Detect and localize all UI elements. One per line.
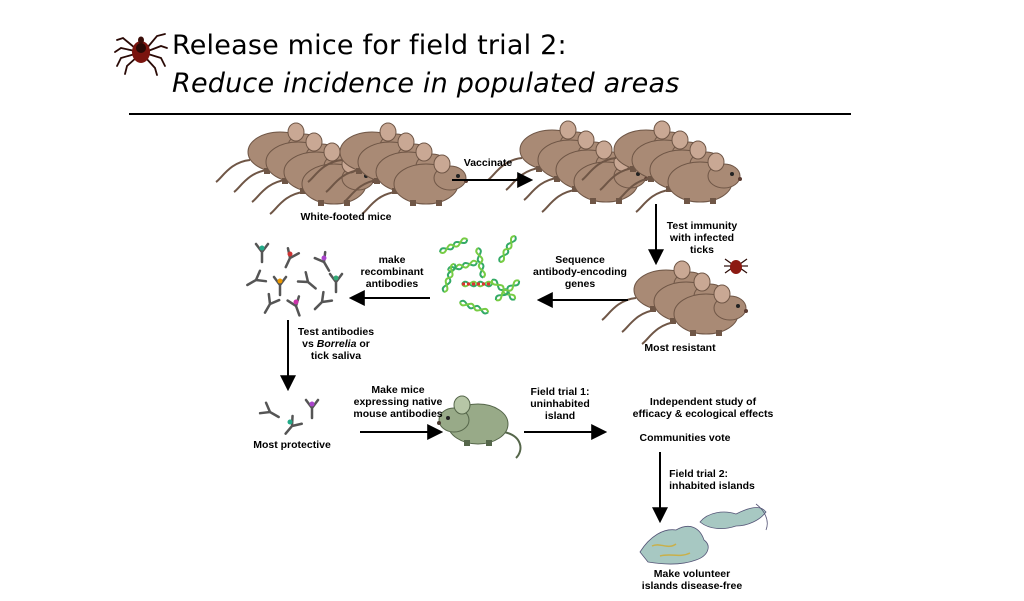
slide-title: Release mice for field trial 2: (172, 30, 567, 61)
label-sequence-genes: Sequence antibody-encoding genes (533, 254, 627, 290)
label-field-trial-2: Field trial 2: inhabited islands (669, 468, 755, 492)
label-make-recombinant: make recombinant antibodies (360, 254, 424, 290)
label-test-antibodies: Test antibodies vs Borrelia or tick sali… (297, 326, 375, 362)
label-white-footed-mice: White-footed mice (300, 211, 392, 223)
label-test-immunity: Test immunity with infected ticks (666, 220, 738, 256)
borrelia-term: Borrelia (316, 338, 357, 350)
label-most-protective: Most protective (253, 439, 331, 451)
infected-tick-icon (724, 258, 748, 274)
label-make-mice: Make mice expressing native mouse antibo… (353, 384, 443, 420)
label-make-volunteer: Make volunteer islands disease-free (641, 568, 743, 592)
title-divider (129, 113, 851, 115)
islands-map (639, 503, 768, 565)
flow-arrows (280, 172, 668, 524)
label-field-trial-1: Field trial 1: uninhabited island (530, 386, 590, 422)
label-most-resistant: Most resistant (644, 342, 716, 354)
protective-antibodies (258, 398, 320, 439)
engineered-mouse (437, 395, 522, 459)
slide-subtitle: Reduce incidence in populated areas (172, 68, 680, 99)
antibody-cluster (243, 242, 344, 319)
label-communities-vote: Communities vote (639, 432, 731, 444)
tick-icon (114, 33, 168, 76)
dna-strands (438, 233, 522, 316)
label-vaccinate: Vaccinate (463, 157, 513, 169)
label-independent-study: Independent study of efficacy & ecologic… (632, 396, 774, 420)
